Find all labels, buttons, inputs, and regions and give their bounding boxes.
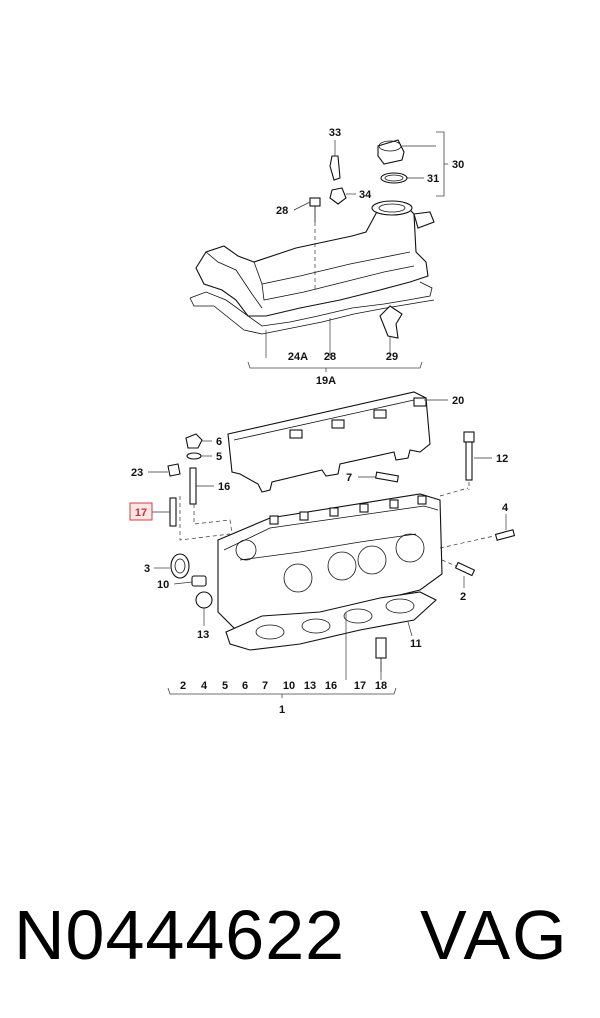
callout-7: 7: [346, 472, 352, 484]
part-number: N0444622: [14, 896, 346, 974]
callout-23: 23: [131, 467, 143, 479]
callout-33: 33: [329, 127, 341, 139]
cylinder-head-group: 20 6 5 12 23 16 7 17 4 3 10 2 13 11 2 4 …: [129, 391, 516, 716]
bottom-callout: 7: [262, 680, 268, 692]
bottom-callout-row: 2 4 5 6 7 10 13 16 17 18: [180, 680, 387, 692]
bottom-callout: 2: [180, 680, 186, 692]
callout-13: 13: [197, 629, 209, 641]
bottom-callout: 13: [304, 680, 316, 692]
bottom-callout: 6: [242, 680, 248, 692]
callout-4: 4: [502, 502, 509, 514]
footer: N0444622 VAG: [0, 890, 600, 980]
brand-name: VAG: [420, 896, 569, 974]
bottom-callout: 17: [354, 680, 366, 692]
bottom-callout: 5: [222, 680, 228, 692]
callout-20: 20: [452, 395, 464, 407]
bottom-callout: 18: [375, 680, 387, 692]
callout-24A: 24A: [288, 351, 308, 363]
bottom-callout: 4: [201, 680, 208, 692]
valve-cover-group: 33 30 31 34 28 24A 28 29 19A: [189, 127, 464, 387]
bottom-callout: 10: [283, 680, 295, 692]
callout-6: 6: [216, 436, 222, 448]
bottom-callout: 16: [325, 680, 337, 692]
callout-2: 2: [460, 591, 466, 603]
callout-16: 16: [218, 481, 230, 493]
callout-28-top: 28: [276, 205, 288, 217]
callout-11: 11: [410, 638, 422, 650]
callout-1: 1: [279, 704, 285, 716]
callout-31: 31: [427, 173, 439, 185]
callout-19A: 19A: [316, 375, 336, 387]
callout-28-bottom: 28: [324, 351, 336, 363]
callout-29: 29: [386, 351, 398, 363]
callout-17-highlighted: 17: [135, 507, 147, 519]
callout-12: 12: [496, 453, 508, 465]
callout-5: 5: [216, 451, 222, 463]
callout-3: 3: [144, 563, 150, 575]
callout-10: 10: [157, 579, 169, 591]
callout-30: 30: [452, 159, 464, 171]
callout-34: 34: [359, 189, 372, 201]
highlight-box-17: [129, 502, 153, 521]
